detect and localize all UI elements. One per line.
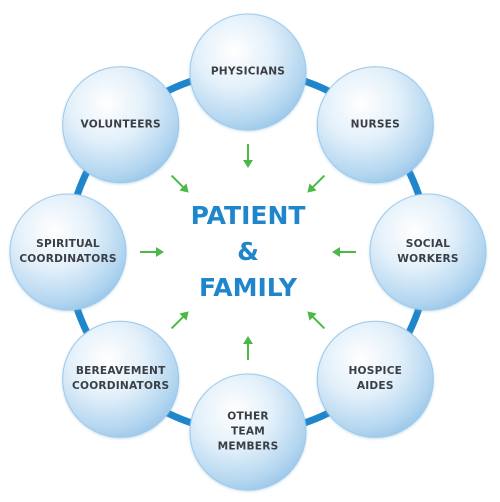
arrow-spiritual-coordinators bbox=[140, 247, 164, 257]
node-hospice-aides-label: HOSPICE AIDES bbox=[348, 365, 403, 393]
node-social-workers-circle bbox=[369, 193, 487, 311]
arrow-volunteers bbox=[170, 174, 189, 193]
node-nurses-circle bbox=[316, 66, 434, 184]
arrow-bereavement-coordinators bbox=[170, 311, 189, 330]
node-physicians-label: PHYSICIANS bbox=[210, 65, 286, 78]
node-spiritual-coordinators-label: SPIRITUAL COORDINATORS bbox=[19, 238, 117, 265]
arrow-other-team-members bbox=[243, 336, 253, 360]
center-line-patient: PATIENT bbox=[190, 201, 306, 230]
node-bereavement-coordinators-circle bbox=[62, 320, 180, 438]
node-volunteers-circle bbox=[62, 66, 180, 184]
nodes-group bbox=[9, 13, 487, 491]
center-line-ampersand: & bbox=[237, 237, 259, 266]
node-volunteers-label: VOLUNTEERS bbox=[80, 118, 161, 131]
arrows-group bbox=[140, 144, 356, 360]
node-bereavement-coordinators-label: BEREAVEMENT COORDINATORS bbox=[72, 365, 170, 393]
arrow-social-workers bbox=[332, 247, 356, 257]
node-physicians-circle bbox=[189, 13, 307, 131]
center-label: PATIENT & FAMILY bbox=[191, 198, 306, 306]
arrow-nurses bbox=[307, 174, 326, 193]
node-social-workers-label: SOCIAL WORKERS bbox=[397, 238, 459, 265]
node-hospice-aides-circle bbox=[316, 320, 434, 438]
node-spiritual-coordinators-circle bbox=[9, 193, 127, 311]
node-other-team-members-label: OTHER TEAM MEMBERS bbox=[217, 410, 279, 453]
node-other-team-members-circle bbox=[189, 373, 307, 491]
arrow-physicians bbox=[243, 144, 253, 168]
center-line-family: FAMILY bbox=[199, 273, 297, 302]
arrow-hospice-aides bbox=[307, 311, 326, 330]
node-nurses-label: NURSES bbox=[350, 118, 400, 131]
